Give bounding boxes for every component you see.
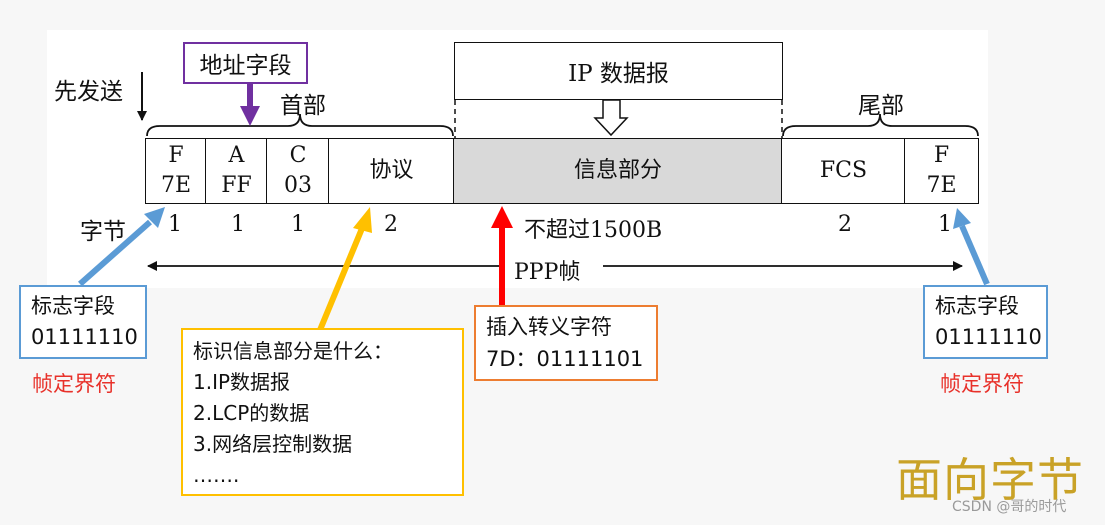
- field-information: 信息部分: [453, 138, 783, 204]
- field-control: C 03: [266, 138, 330, 204]
- field-address: A FF: [205, 138, 268, 204]
- logo-text: 面向字节: [896, 453, 1084, 507]
- field-protocol-name: 协议: [369, 158, 414, 183]
- header-label: 首部: [280, 93, 326, 119]
- bytes-flag-start: 1: [168, 212, 182, 237]
- header-brace: [146, 113, 454, 137]
- protocol-item: 3.网络层控制数据: [193, 432, 353, 456]
- field-address-value: FF: [221, 173, 252, 198]
- field-control-value: 03: [284, 173, 312, 198]
- field-flag-end-value: 7E: [926, 173, 957, 198]
- address-callout-label: 地址字段: [199, 53, 292, 79]
- watermark: CSDN @哥的时代: [952, 499, 1067, 515]
- left-flag-caption: 帧定界符: [32, 372, 116, 396]
- right-flag-callout: 标志字段 01111110: [923, 285, 1048, 359]
- protocol-item: …….: [193, 463, 240, 487]
- escape-callout: 插入转义字符 7D：01111101: [474, 305, 658, 381]
- bytes-control: 1: [291, 212, 305, 237]
- frame-label: PPP帧: [514, 254, 581, 286]
- protocol-item: 2.LCP的数据: [193, 401, 310, 425]
- protocol-item: 1.IP数据报: [193, 370, 291, 394]
- address-callout: 地址字段: [183, 42, 308, 84]
- left-flag-value: 01111110: [31, 325, 138, 349]
- left-flag-title: 标志字段: [31, 294, 115, 318]
- right-flag-title: 标志字段: [935, 294, 1019, 318]
- escape-value: 7D：01111101: [486, 347, 644, 371]
- bytes-flag-end: 1: [938, 212, 952, 237]
- field-flag-start-name: F: [168, 143, 184, 168]
- right-flag-value: 01111110: [935, 325, 1042, 349]
- escape-title: 插入转义字符: [486, 315, 612, 339]
- bytes-information: 不超过1500B: [524, 218, 663, 243]
- field-information-name: 信息部分: [573, 158, 662, 183]
- blue-arrow-left-shaft: [78, 219, 152, 287]
- trailer-label: 尾部: [858, 93, 904, 119]
- field-flag-end: F 7E: [904, 138, 979, 204]
- field-address-name: A: [228, 143, 245, 168]
- hollow-down-arrow: [593, 99, 629, 137]
- field-flag-end-name: F: [933, 143, 950, 168]
- left-flag-callout: 标志字段 01111110: [19, 285, 147, 359]
- bytes-label: 字节: [80, 219, 126, 245]
- field-flag-start-value: 7E: [160, 173, 192, 198]
- purple-arrow-head: [240, 106, 260, 126]
- bytes-fcs: 2: [838, 212, 852, 237]
- blue-arrow-right-head: [953, 208, 971, 229]
- field-control-name: C: [289, 143, 307, 168]
- orange-arrow-head: [353, 207, 372, 233]
- field-fcs: FCS: [781, 138, 906, 204]
- ip-datagram-label: IP 数据报: [568, 61, 669, 87]
- field-flag-start: F 7E: [145, 138, 207, 204]
- red-arrow-head: [491, 206, 513, 228]
- bytes-protocol: 2: [384, 212, 398, 237]
- protocol-title: 标识信息部分是什么：: [193, 339, 393, 363]
- protocol-callout: 标识信息部分是什么： 1.IP数据报 2.LCP的数据 3.网络层控制数据 ………: [181, 328, 464, 496]
- blue-arrow-left-head: [144, 207, 165, 228]
- field-fcs-name: FCS: [819, 158, 868, 183]
- right-flag-caption: 帧定界符: [940, 372, 1024, 396]
- trailer-brace: [782, 113, 979, 137]
- ip-datagram-box: IP 数据报: [454, 42, 783, 100]
- blue-arrow-right-shaft: [959, 224, 990, 286]
- orange-arrow-shaft: [317, 224, 366, 332]
- field-protocol: 协议: [328, 138, 455, 204]
- first-sent-label: 先发送: [54, 79, 123, 105]
- bytes-address: 1: [231, 212, 245, 237]
